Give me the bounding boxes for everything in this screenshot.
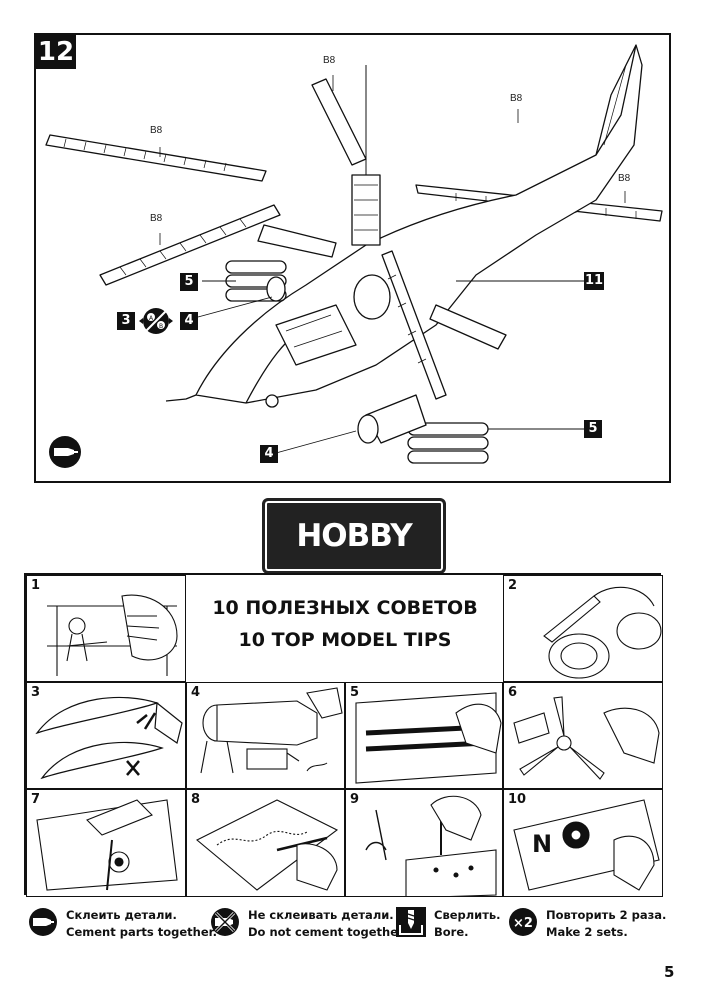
tips-heading: 10 ПОЛЕЗНЫХ СОВЕТОВ 10 TOP MODEL TIPS [186,575,504,682]
svg-text:N: N [532,830,552,858]
tip-number: 9 [350,792,360,807]
tip-number: 3 [31,685,41,700]
legend-item-cement: Склеить детали. Cement parts together. [28,905,217,945]
weathering-brush-illustration [196,799,339,891]
callout-step-11: 11 [584,272,604,290]
x2-icon: ×2 [509,908,537,936]
hobby-boss-logo: HOBBY BOSS [262,498,446,624]
step-number: 12 [36,35,76,69]
svg-text:A: A [149,315,154,322]
legend-item-do-not-cement: Не склеивать детали. Do not cement toget… [210,905,406,945]
legend-text-ru: Не склеивать детали. [248,908,394,922]
engine-assembly-illustration [200,687,343,774]
helicopter-assembly-drawing [45,44,663,464]
tip-cell: 3 [26,682,186,789]
trimming-parts-illustration [35,696,183,780]
legend-text: Не склеивать детали. Do not cement toget… [248,907,406,941]
part-label-b8: B8 [150,125,163,136]
marking-decals-illustration: N [513,799,660,891]
legend-item-make-2-sets: ×2 Повторить 2 раза. Make 2 sets. [508,905,666,945]
tip-cell: 1 [26,575,186,682]
legend-text-ru: Склеить детали. [66,908,177,922]
tip-cell: 6 [503,682,663,789]
callout-step-5: 5 [584,420,602,438]
tip-cell: 7 [26,789,186,897]
tip-number: 2 [508,578,518,593]
glue-tube-icon [29,908,57,936]
part-label-b8: B8 [150,213,163,224]
no-glue-icon [211,908,239,936]
glue-tube-icon [49,436,81,468]
svg-text:×2: ×2 [513,916,533,931]
tip-cell: 2 [503,575,663,682]
model-tips-grid: 1 10 ПОЛЕЗНЫХ СОВЕТОВ 10 TOP MODEL TIPS … [24,573,663,897]
tip-number: 1 [31,578,41,593]
tip-cell: 4 [186,682,345,789]
legend-text-en: Bore. [434,925,469,939]
drill-icon [396,907,426,937]
tip-cell: 5 [345,682,503,789]
tip-number: 7 [31,792,41,807]
masking-tape-illustration [355,692,502,784]
assembly-step-panel: 12 [34,33,671,483]
tip-number: 6 [508,685,518,700]
do-not-cement-ab-icon: A B [139,308,173,334]
tip-cell: 10 N [503,789,663,897]
tips-title-ru: 10 ПОЛЕЗНЫХ СОВЕТОВ [212,597,478,619]
tip-number: 4 [191,685,201,700]
legend-text-en: Make 2 sets. [546,925,628,939]
cutting-parts-illustration [543,586,662,679]
logo-text: HOBBY BOSS [296,518,412,624]
decal-application-illustration [36,799,178,891]
callout-step-4: 4 [180,312,198,330]
legend-text-ru: Сверлить. [434,908,501,922]
tip-number: 10 [508,792,527,807]
tips-title-en: 10 TOP MODEL TIPS [238,629,452,651]
tip-cell: 8 [186,789,345,897]
part-label-b8: B8 [323,55,336,66]
propeller-illustration [513,696,660,780]
svg-text:B: B [159,323,163,330]
legend-text-en: Do not cement together. [248,925,407,939]
drilling-holes-illustration [365,795,497,896]
tip-number: 5 [350,685,360,700]
callout-step-4: 4 [260,445,278,463]
callout-step-5: 5 [180,273,198,291]
legend-item-bore: Сверлить. Bore. [396,905,506,945]
part-label-b8: B8 [510,93,523,104]
tip-number: 8 [191,792,201,807]
legend-text: Склеить детали. Cement parts together. [66,907,217,941]
callout-step-3: 3 [117,312,135,330]
legend-text-en: Cement parts together. [66,925,218,939]
legend-text-ru: Повторить 2 раза. [546,908,667,922]
legend-text: Повторить 2 раза. Make 2 sets. [546,907,666,941]
sprue-figure-illustration [47,594,178,676]
page-number: 5 [664,963,675,981]
tip-cell: 9 [345,789,503,897]
part-label-b8: B8 [618,173,631,184]
legend-text: Сверлить. Bore. [434,907,501,941]
